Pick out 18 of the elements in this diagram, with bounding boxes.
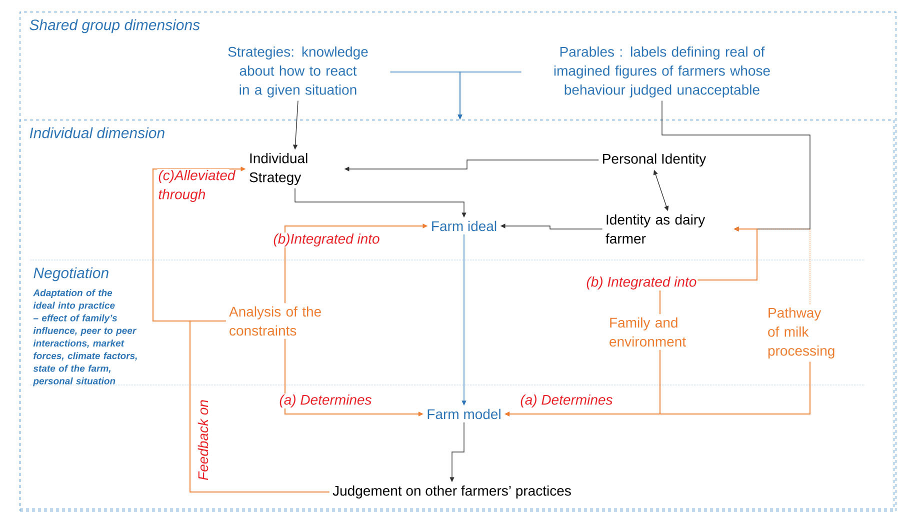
concept-text: Pathway of milk processing xyxy=(768,307,834,359)
concept-text: Analysis of the constraints xyxy=(229,306,321,336)
concept-text: Family and environment xyxy=(610,317,686,347)
arrow xyxy=(662,100,810,232)
edge-label: (b) Integrated into xyxy=(585,275,698,291)
edge-label: (a) Determines xyxy=(519,393,614,409)
edge-label: Feedback on xyxy=(196,398,210,482)
concept-text: Parables : labels defining real of imagined figures of farmers whose behaviour judged unacceptable xyxy=(554,46,770,98)
edge-label: (c)Alleviated through xyxy=(157,168,236,204)
concept-text: Farm model xyxy=(428,408,500,420)
concept-text: Strategies: knowledge about how to react in a given situation xyxy=(228,46,368,98)
edge-label: (a) Determines xyxy=(278,393,373,409)
concept-text: Farm ideal xyxy=(432,220,496,232)
edge-label: (b)Integrated into xyxy=(272,232,381,248)
concept-text: Personal Identity xyxy=(603,153,706,167)
concept-text: Individual Strategy xyxy=(250,152,308,186)
concept-text: Judgement on other farmers’ practices xyxy=(332,485,571,498)
concept-text: Identity as dairy farmer xyxy=(606,214,706,244)
